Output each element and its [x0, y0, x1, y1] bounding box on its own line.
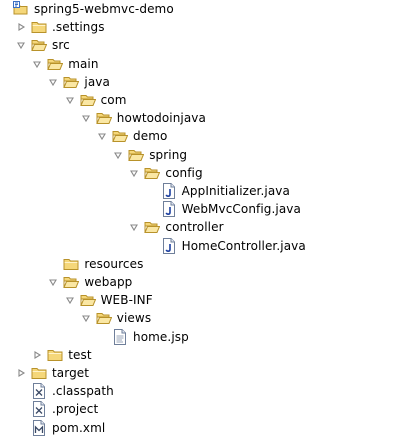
project-icon — [13, 1, 29, 17]
tree-item-home-jsp[interactable]: home.jsp — [96, 328, 189, 346]
tree-item-label: WebMvcConfig.java — [181, 202, 301, 217]
expand-arrow-icon[interactable] — [64, 294, 76, 306]
tree-item-classpath[interactable]: .classpath — [15, 382, 114, 400]
tree-item-label: controller — [165, 220, 224, 235]
jsp-file-icon — [112, 328, 128, 345]
tree-item-spring5-webmvc-demo[interactable]: spring5-webmvc-demo — [13, 0, 174, 18]
tree-item-java[interactable]: java — [47, 73, 110, 91]
expand-arrow-icon[interactable] — [47, 276, 59, 288]
arrow-spacer — [15, 422, 27, 434]
folder-open-icon — [31, 37, 47, 53]
tree-item-webapp[interactable]: webapp — [47, 273, 132, 291]
arrow-spacer — [145, 240, 157, 252]
collapse-arrow-icon[interactable] — [15, 367, 27, 379]
tree-item-webmvcconfig-java[interactable]: WebMvcConfig.java — [145, 200, 301, 218]
tree-item-spring[interactable]: spring — [112, 146, 187, 164]
tree-item-src[interactable]: src — [15, 36, 70, 54]
folder-icon — [63, 256, 79, 272]
expand-arrow-icon[interactable] — [31, 58, 43, 70]
folder-open-icon — [47, 56, 64, 72]
collapse-arrow-icon[interactable] — [15, 21, 27, 33]
tree-item-label: demo — [133, 129, 168, 144]
arrow-spacer — [96, 331, 108, 343]
tree-item-target[interactable]: target — [15, 364, 89, 382]
arrow-spacer — [47, 258, 59, 270]
tree-item-views[interactable]: views — [80, 309, 151, 327]
tree-item-label: main — [68, 56, 99, 71]
tree-item-label: target — [52, 366, 90, 380]
tree-item-label: src — [52, 38, 70, 53]
tree-item-label: HomeController.java — [181, 238, 306, 253]
expand-arrow-icon[interactable] — [128, 221, 140, 233]
tree-item-label: com — [100, 93, 127, 107]
tree-item-label: home.jsp — [133, 329, 189, 344]
arrow-spacer — [15, 403, 27, 415]
tree-item-label: WEB-INF — [100, 293, 153, 308]
folder-open-icon — [96, 310, 112, 326]
xml-file-icon — [31, 383, 47, 400]
java-file-icon — [161, 237, 177, 254]
tree-item-config[interactable]: config — [128, 164, 203, 182]
tree-item-label: views — [116, 311, 152, 326]
folder-open-icon — [79, 292, 96, 308]
folder-open-icon — [112, 128, 128, 144]
tree-item-homecontroller-java[interactable]: HomeController.java — [145, 237, 306, 255]
tree-item-project[interactable]: .project — [15, 400, 98, 418]
tree-item-settings[interactable]: .settings — [15, 18, 105, 36]
folder-open-icon — [79, 92, 96, 108]
folder-open-icon — [63, 74, 80, 90]
tree-item-label: .settings — [52, 20, 105, 35]
tree-item-main[interactable]: main — [31, 55, 98, 73]
tree-item-label: howtodoinjava — [116, 111, 206, 126]
folder-open-icon — [144, 219, 161, 235]
tree-item-label: spring5-webmvc-demo — [34, 2, 174, 16]
java-file-icon — [161, 201, 177, 218]
tree-item-test[interactable]: test — [31, 346, 92, 364]
expand-arrow-icon[interactable] — [112, 149, 124, 161]
tree-item-label: pom.xml — [52, 420, 106, 435]
tree-item-controller[interactable]: controller — [128, 218, 224, 236]
folder-open-icon — [63, 274, 80, 290]
tree-item-pom-xml[interactable]: pom.xml — [15, 419, 105, 437]
folder-icon — [31, 365, 47, 381]
folder-icon — [31, 19, 47, 35]
expand-arrow-icon[interactable] — [80, 312, 92, 324]
expand-arrow-icon[interactable] — [64, 94, 76, 106]
java-file-icon — [161, 183, 177, 199]
maven-file-icon — [31, 419, 47, 436]
tree-item-appinitializer-java[interactable]: AppInitializer.java — [145, 182, 290, 200]
tree-item-label: AppInitializer.java — [181, 184, 290, 198]
collapse-arrow-icon[interactable] — [31, 349, 43, 361]
tree-item-web-inf[interactable]: WEB-INF — [64, 291, 153, 309]
expand-arrow-icon[interactable] — [96, 130, 108, 142]
tree-item-com[interactable]: com — [64, 91, 127, 109]
expand-arrow-icon[interactable] — [80, 112, 92, 124]
tree-item-label: spring — [149, 147, 188, 162]
tree-item-demo[interactable]: demo — [96, 127, 167, 145]
tree-item-label: .classpath — [52, 384, 114, 399]
arrow-spacer — [145, 203, 157, 215]
folder-open-icon — [96, 110, 112, 126]
tree-item-label: config — [165, 165, 203, 180]
expand-arrow-icon[interactable] — [128, 167, 140, 179]
tree-item-label: webapp — [84, 275, 133, 289]
tree-item-resources[interactable]: resources — [47, 255, 143, 273]
tree-item-label: resources — [84, 256, 144, 271]
expand-arrow-icon[interactable] — [15, 39, 27, 51]
tree-item-label: test — [68, 347, 92, 362]
folder-open-icon — [144, 165, 161, 181]
folder-icon — [47, 347, 63, 363]
tree-item-label: .project — [52, 402, 99, 417]
expand-arrow-icon[interactable] — [47, 76, 59, 88]
arrow-spacer — [15, 385, 27, 397]
tree-item-howtodoinjava[interactable]: howtodoinjava — [80, 109, 206, 127]
folder-open-icon — [128, 147, 145, 163]
arrow-spacer — [145, 185, 157, 197]
xml-file-icon — [31, 401, 47, 418]
tree-item-label: java — [84, 74, 110, 89]
